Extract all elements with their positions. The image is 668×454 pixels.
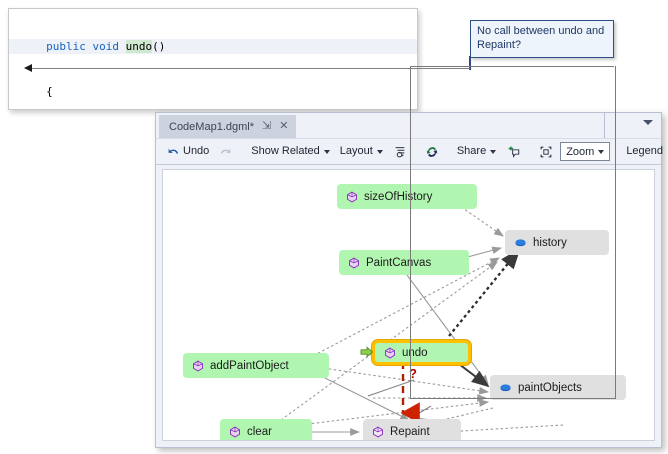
share-label: Share — [456, 145, 487, 157]
add-comment-icon — [508, 146, 520, 158]
node-label: sizeOfHistory — [364, 190, 433, 203]
method-hex-icon — [373, 426, 383, 437]
field-icon — [515, 238, 526, 246]
method-hex-icon — [230, 426, 240, 437]
undo-icon — [168, 148, 179, 154]
node-label: clear — [247, 425, 272, 438]
method-hex-icon — [349, 257, 359, 268]
refresh-icon — [426, 146, 438, 157]
redo-icon — [221, 148, 231, 154]
node-label: paintObjects — [518, 381, 582, 394]
zoom-label: Zoom — [566, 145, 595, 158]
legend-label: Legend — [626, 145, 664, 157]
field-icon — [500, 383, 511, 391]
pin-icon[interactable]: ⇲ — [262, 120, 272, 132]
fit-to-screen-icon — [540, 146, 552, 157]
zoom-dropdown[interactable]: Zoom — [560, 142, 611, 161]
layout-button[interactable]: Layout — [335, 142, 388, 161]
node-label: Repaint — [390, 425, 430, 438]
chevron-down-icon[interactable] — [643, 120, 653, 125]
node-label: history — [533, 236, 567, 249]
chevron-down-icon — [376, 149, 383, 154]
refresh-button[interactable] — [420, 142, 444, 161]
annotation-box-connector — [367, 379, 414, 397]
tabstrip-divider — [604, 113, 605, 138]
graph-node-PaintCanvas[interactable]: PaintCanvas — [339, 250, 469, 275]
layout-label: Layout — [339, 145, 373, 157]
filter-legend-button[interactable] — [388, 142, 412, 161]
undo-label: Undo — [183, 145, 210, 157]
method-hex-icon — [385, 347, 395, 358]
redo-button[interactable] — [214, 142, 238, 161]
method-hex-icon — [347, 191, 357, 202]
fit-to-screen-button[interactable] — [534, 142, 558, 161]
annotation-box-top-edge — [410, 66, 614, 67]
chevron-down-icon — [490, 149, 497, 154]
callout-annotation: No call between undo and Repaint? — [470, 20, 614, 58]
legend-button[interactable]: Legend — [622, 142, 667, 161]
edge-sizeOfHistory-history — [456, 203, 504, 237]
node-label: addPaintObject — [210, 359, 289, 372]
graph-node-paintObjects[interactable]: paintObjects — [490, 375, 626, 400]
codemap-toolbar: Undo Show Related Layout — [156, 139, 663, 165]
close-icon[interactable]: ✕ — [279, 120, 289, 132]
chevron-down-icon — [598, 149, 605, 154]
show-related-label: Show Related — [251, 145, 320, 157]
graph-node-addPaintObject[interactable]: addPaintObject — [183, 353, 329, 378]
method-hex-icon — [193, 360, 203, 371]
code-editor-pane[interactable]: public void undo() { paintObjects = hist… — [8, 8, 418, 110]
edge-PaintCanvas-paintObjects — [406, 274, 489, 385]
chevron-down-icon — [323, 149, 330, 154]
graph-node-sizeOfHistory[interactable]: sizeOfHistory — [337, 184, 477, 209]
graph-node-history[interactable]: history — [505, 230, 609, 255]
tab-codemap1[interactable]: CodeMap1.dgml* ⇲ ✕ — [159, 115, 297, 138]
share-button[interactable]: Share — [452, 142, 501, 161]
tab-strip: CodeMap1.dgml* ⇲ ✕ — [156, 113, 661, 139]
codemap-window[interactable]: CodeMap1.dgml* ⇲ ✕ Undo Show Related Lay… — [155, 112, 663, 448]
edge-addPaintObject-Repaint — [308, 369, 410, 421]
code-line: { — [13, 85, 53, 98]
callout-leader-line — [30, 68, 470, 69]
show-related-button[interactable]: Show Related — [246, 142, 335, 161]
callout-text: No call between undo and Repaint? — [477, 25, 605, 51]
graph-node-Repaint[interactable]: Repaint — [363, 419, 461, 440]
filter-legend-icon — [395, 146, 405, 157]
edge-addPaintObject-history — [308, 257, 500, 359]
add-comment-button[interactable] — [501, 142, 526, 161]
edge-undo-history — [448, 248, 521, 337]
selection-pointer-icon — [360, 346, 374, 358]
tab-title: CodeMap1.dgml* — [169, 120, 254, 133]
missing-call-edge — [400, 362, 420, 424]
graph-node-undo[interactable]: undo — [372, 340, 471, 365]
codemap-canvas[interactable]: ? sizeOfHistory history PaintC — [162, 169, 655, 441]
code-text[interactable]: public void undo() { paintObjects = hist… — [9, 9, 417, 109]
graph-node-clear[interactable]: clear — [220, 419, 312, 440]
undo-button[interactable]: Undo — [161, 142, 214, 161]
missing-call-question-mark: ? — [409, 366, 417, 381]
node-label: undo — [402, 346, 428, 359]
callout-leader-stem — [469, 56, 471, 70]
callout-leader-arrowhead — [24, 64, 32, 72]
node-label: PaintCanvas — [366, 256, 432, 269]
edge-addPaintObject-paintObjects — [308, 365, 490, 395]
code-line: public void undo() — [9, 39, 417, 54]
